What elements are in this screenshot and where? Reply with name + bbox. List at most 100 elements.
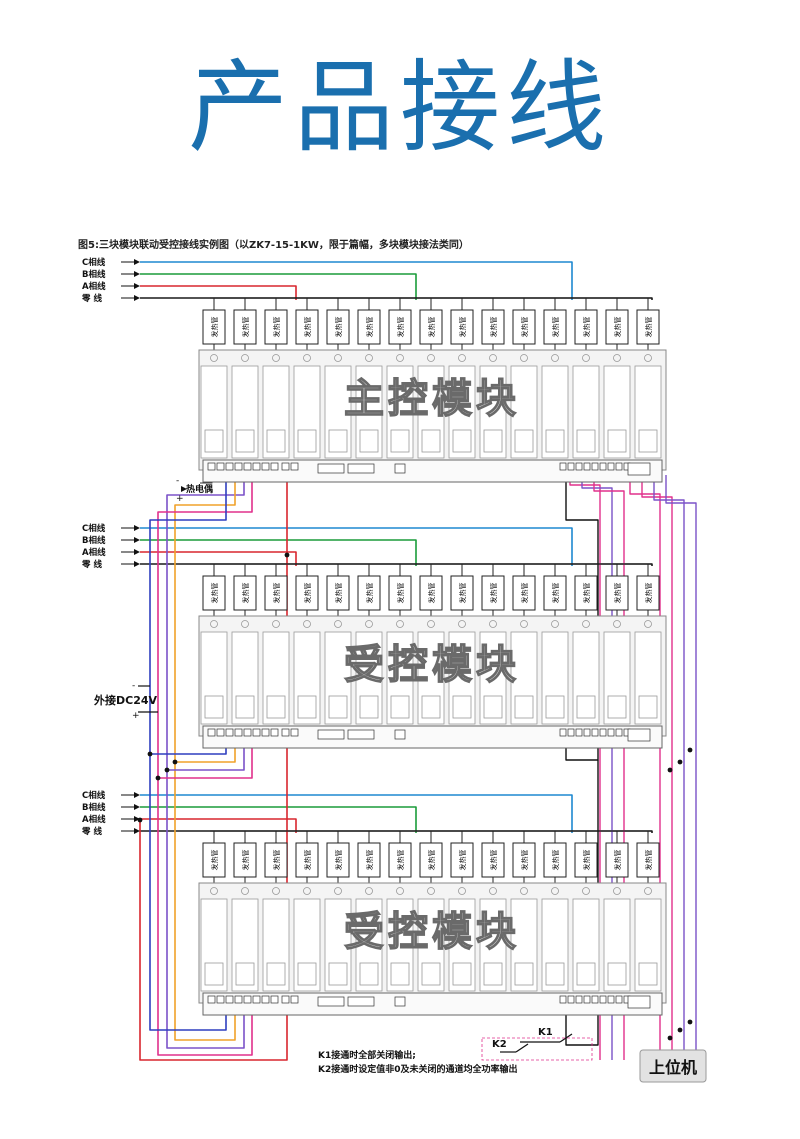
- terminal-screw: [575, 728, 583, 737]
- phase-label-c: C相线: [82, 257, 106, 268]
- heater-label: 发热管: [396, 583, 405, 604]
- display-box: [317, 996, 345, 1007]
- arrow-head: [134, 295, 140, 301]
- thermocouple-arrow: [181, 486, 187, 492]
- terminal-screw: [290, 462, 299, 471]
- screw-icon: [644, 620, 652, 628]
- connector-box: [627, 462, 651, 476]
- screw-icon: [520, 354, 528, 362]
- terminal-screw: [270, 462, 279, 471]
- ssr-window: [297, 429, 317, 453]
- display-box: [347, 729, 375, 740]
- screw-icon: [613, 354, 621, 362]
- screw-icon: [210, 620, 218, 628]
- screw-icon: [334, 887, 342, 895]
- note-k2: K2接通时设定值非0及未关闭的通道均全功率输出: [318, 1063, 518, 1075]
- dc24-label: 外接DC24V: [93, 693, 158, 707]
- heater-label: 发热管: [427, 583, 436, 604]
- heater-label: 发热管: [520, 850, 529, 871]
- heater-label: 发热管: [613, 850, 622, 871]
- heater-label: 发热管: [520, 317, 529, 338]
- arrow-head: [134, 259, 140, 265]
- terminal-screw: [583, 995, 591, 1004]
- phase-label-a: A相线: [82, 547, 106, 558]
- heater-label: 发热管: [489, 850, 498, 871]
- heater-label: 发热管: [613, 583, 622, 604]
- arrow-head: [134, 804, 140, 810]
- screw-icon: [396, 887, 404, 895]
- terminal-screw: [225, 728, 234, 737]
- arrow-head: [134, 283, 140, 289]
- ssr-window: [421, 695, 441, 719]
- terminal-screw: [607, 728, 615, 737]
- ssr-window: [266, 429, 286, 453]
- ssr-window: [421, 962, 441, 986]
- terminal-screw: [225, 462, 234, 471]
- junction-dot: [284, 552, 290, 558]
- display-box: [347, 463, 375, 474]
- host-computer-label: 上位机: [649, 1058, 697, 1077]
- ssr-window: [328, 695, 348, 719]
- terminal-screw: [290, 995, 299, 1004]
- dc24-plus: +: [132, 711, 140, 721]
- terminal-screw: [270, 995, 279, 1004]
- module-name: 受控模块: [344, 642, 520, 688]
- ssr-window: [204, 695, 224, 719]
- junction-dot: [687, 747, 693, 753]
- switch-k2-label: K2: [492, 1039, 507, 1050]
- phase-wire-a: [140, 551, 297, 566]
- terminal-screw: [607, 462, 615, 471]
- arrow-head: [134, 816, 140, 822]
- ssr-window: [328, 429, 348, 453]
- phase-wire-b: [140, 273, 417, 300]
- terminal-screw: [252, 728, 261, 737]
- note-k1: K1接通时全部关闭输出;: [318, 1049, 416, 1061]
- screw-icon: [272, 887, 280, 895]
- arrow-head: [134, 549, 140, 555]
- arrow-head: [134, 828, 140, 834]
- display-box: [317, 463, 345, 474]
- heater-label: 发热管: [241, 850, 250, 871]
- page-title: 产品接线: [188, 49, 612, 166]
- wire: [149, 475, 227, 1031]
- ssr-window: [204, 429, 224, 453]
- heater-label: 发热管: [427, 850, 436, 871]
- thermocouple-plus: +: [176, 494, 184, 504]
- heater-label: 发热管: [272, 850, 281, 871]
- heater-label: 发热管: [272, 317, 281, 338]
- heater-label: 发热管: [644, 317, 653, 338]
- ssr-window: [607, 962, 627, 986]
- ssr-window: [235, 962, 255, 986]
- screw-icon: [458, 354, 466, 362]
- terminal-screw: [591, 995, 599, 1004]
- heater-label: 发热管: [489, 583, 498, 604]
- ssr-window: [638, 962, 658, 986]
- screw-icon: [582, 354, 590, 362]
- thermocouple-minus: -: [176, 476, 179, 486]
- heater-label: 发热管: [303, 850, 312, 871]
- screw-icon: [241, 354, 249, 362]
- terminal-screw: [252, 995, 261, 1004]
- ssr-window: [204, 962, 224, 986]
- terminal-screw: [567, 728, 575, 737]
- heater-label: 发热管: [520, 583, 529, 604]
- phase-wire-c: [140, 261, 573, 300]
- terminal-screw: [207, 728, 216, 737]
- terminal-screw: [234, 462, 243, 471]
- module-block-slave-2: C相线B相线A相线零 线发热管发热管发热管发热管发热管发热管发热管发热管发热管发…: [81, 790, 667, 1016]
- terminal-screw: [252, 462, 261, 471]
- heater-label: 发热管: [334, 583, 343, 604]
- module-block-slave-1: C相线B相线A相线零 线发热管发热管发热管发热管发热管发热管发热管发热管发热管发…: [81, 523, 667, 749]
- screw-icon: [303, 620, 311, 628]
- terminal-screw: [559, 728, 567, 737]
- screw-icon: [613, 887, 621, 895]
- button-box: [394, 463, 406, 474]
- screw-icon: [644, 354, 652, 362]
- heater-label: 发热管: [365, 583, 374, 604]
- phase-label-a: A相线: [82, 281, 106, 292]
- ssr-window: [390, 695, 410, 719]
- ssr-window: [452, 429, 472, 453]
- screw-icon: [582, 620, 590, 628]
- ssr-window: [297, 695, 317, 719]
